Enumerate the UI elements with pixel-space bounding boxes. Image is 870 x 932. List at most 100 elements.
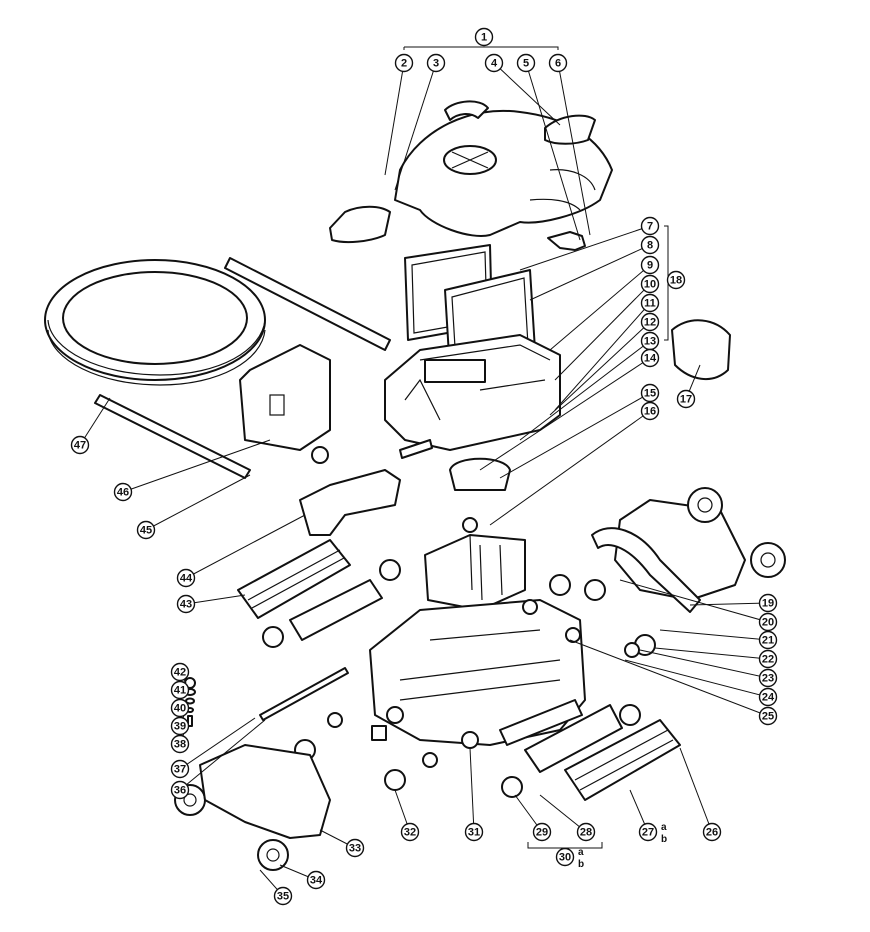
callout-number: 31 xyxy=(468,827,480,839)
wheels xyxy=(174,487,786,871)
callout-27-variant-b: b xyxy=(661,834,667,845)
callout-number: 43 xyxy=(180,599,192,611)
callout-circle xyxy=(638,822,658,842)
callout-3: 3 xyxy=(426,53,446,73)
callout-number: 18 xyxy=(670,275,682,287)
callout-circle xyxy=(394,53,414,73)
callout-circle xyxy=(113,482,133,502)
callout-44: 44 xyxy=(176,568,196,588)
callout-number: 36 xyxy=(174,785,186,797)
callout-number: 8 xyxy=(647,240,653,252)
callout-number: 15 xyxy=(644,388,656,400)
callout-number: 47 xyxy=(74,440,86,452)
callout-circle xyxy=(306,870,326,890)
leader-line-19 xyxy=(689,602,769,606)
callout-circle xyxy=(70,435,90,455)
callout-circle xyxy=(426,53,446,73)
callout-number: 27 xyxy=(642,827,654,839)
callout-number: 17 xyxy=(680,394,692,406)
callout-28: 28 xyxy=(576,822,596,842)
leader-line-47 xyxy=(79,397,111,446)
leader-line-28 xyxy=(539,794,587,833)
callout-1: 1 xyxy=(474,27,494,47)
callout-30: 30 xyxy=(555,847,575,867)
callout-26: 26 xyxy=(702,822,722,842)
callout-number: 14 xyxy=(644,353,657,365)
power-cable-coil xyxy=(44,257,391,479)
leader-line-12 xyxy=(549,321,651,416)
swivel-power-supply xyxy=(239,344,331,464)
callout-12: 12 xyxy=(640,312,660,332)
callout-14: 14 xyxy=(640,348,660,368)
filter-basket xyxy=(384,334,561,451)
callout-42: 42 xyxy=(170,662,190,682)
callout-19: 19 xyxy=(758,593,778,613)
side-cover-left xyxy=(329,205,391,244)
leader-line-11 xyxy=(554,302,651,411)
callout-circle xyxy=(555,847,575,867)
callout-circle xyxy=(640,383,660,403)
callout-circle xyxy=(640,235,660,255)
drive-pulley-detail xyxy=(671,319,731,381)
callout-circle xyxy=(640,216,660,236)
leader-line-23 xyxy=(639,649,769,679)
callout-13: 13 xyxy=(640,331,660,351)
callout-circle xyxy=(640,293,660,313)
callout-circle xyxy=(758,593,778,613)
callout-34: 34 xyxy=(306,870,326,890)
leader-line-37 xyxy=(179,717,256,770)
callout-circle xyxy=(170,698,190,718)
callout-number: 16 xyxy=(644,406,656,418)
callout-31: 31 xyxy=(464,822,484,842)
bushing xyxy=(371,725,387,741)
callout-number: 26 xyxy=(706,827,718,839)
callout-number: 25 xyxy=(762,711,774,723)
callout-number: 45 xyxy=(140,525,152,537)
callout-circle xyxy=(758,630,778,650)
leader-line-46 xyxy=(122,439,271,493)
callout-number: 28 xyxy=(580,827,592,839)
leader-line-16 xyxy=(489,410,651,526)
leader-line-14 xyxy=(479,357,651,471)
callout-6: 6 xyxy=(548,53,568,73)
brush-front xyxy=(237,539,401,648)
callout-circle xyxy=(273,886,293,906)
callout-number: 21 xyxy=(762,635,774,647)
callout-number: 3 xyxy=(433,58,439,70)
callout-15: 15 xyxy=(640,383,660,403)
callout-45: 45 xyxy=(136,520,156,540)
callout-25: 25 xyxy=(758,706,778,726)
callout-24: 24 xyxy=(758,687,778,707)
callout-circle xyxy=(640,312,660,332)
callout-number: 24 xyxy=(762,692,775,704)
callout-number: 13 xyxy=(644,336,656,348)
callout-2: 2 xyxy=(394,53,414,73)
callout-circle xyxy=(758,612,778,632)
callout-circle xyxy=(170,734,190,754)
callout-37: 37 xyxy=(170,759,190,779)
callout-number: 42 xyxy=(174,667,186,679)
callout-7: 7 xyxy=(640,216,660,236)
leader-line-4 xyxy=(493,62,561,126)
callout-circle xyxy=(640,255,660,275)
callout-circle xyxy=(548,53,568,73)
callout-circle xyxy=(758,668,778,688)
callout-circle xyxy=(702,822,722,842)
callout-circle xyxy=(464,822,484,842)
callout-35: 35 xyxy=(273,886,293,906)
callout-circle xyxy=(170,759,190,779)
callout-circle xyxy=(484,53,504,73)
leader-line-25 xyxy=(569,639,769,717)
callout-43: 43 xyxy=(176,594,196,614)
leader-line-44 xyxy=(185,514,306,579)
left-side-panel xyxy=(199,744,331,839)
callout-number: 33 xyxy=(349,843,361,855)
callout-number: 46 xyxy=(117,487,129,499)
callout-41: 41 xyxy=(170,680,190,700)
callout-47: 47 xyxy=(70,435,90,455)
callout-number: 1 xyxy=(481,32,487,44)
callout-29: 29 xyxy=(532,822,552,842)
leader-line-2 xyxy=(384,62,405,176)
